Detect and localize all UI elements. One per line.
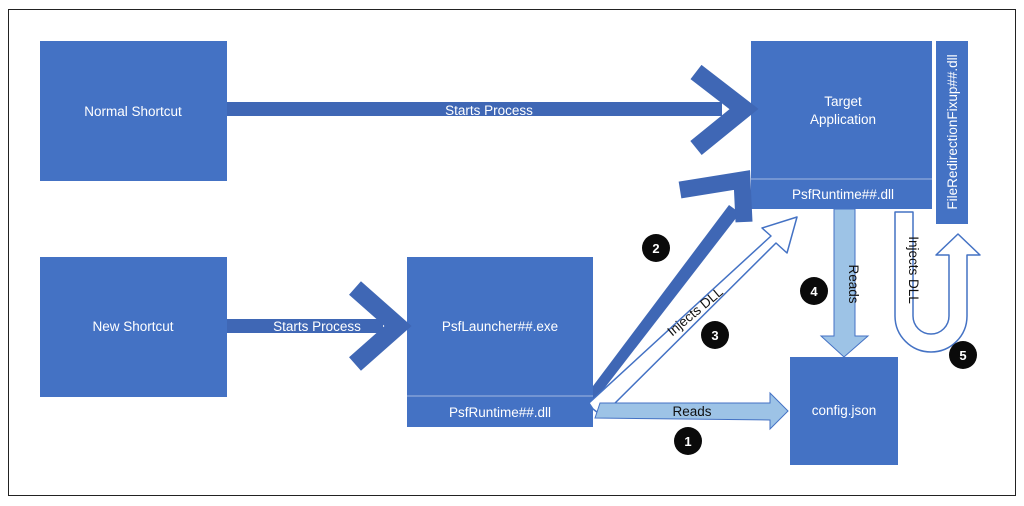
badge-2: 2 xyxy=(642,234,670,262)
launcher-label: PsfLauncher##.exe xyxy=(442,319,558,334)
label-injects-fixup: Injects DLL xyxy=(906,236,921,304)
launcher-box xyxy=(407,257,593,427)
svg-text:3: 3 xyxy=(711,328,718,343)
config-box xyxy=(790,357,898,465)
badge-1: 1 xyxy=(674,427,702,455)
diagram-frame xyxy=(8,9,1016,496)
svg-text:2: 2 xyxy=(652,241,659,256)
target-label-line1: Target xyxy=(824,94,862,109)
target-runtime-label: PsfRuntime##.dll xyxy=(792,187,894,202)
svg-text:4: 4 xyxy=(810,284,818,299)
label-target-reads: Reads xyxy=(846,264,861,303)
badge-4: 4 xyxy=(800,277,828,305)
fixup-box xyxy=(936,41,968,224)
normal-shortcut-label: Normal Shortcut xyxy=(84,104,182,119)
fixup-label: FileRedirectionFixup##.dll xyxy=(945,54,960,209)
badge-5: 5 xyxy=(949,341,977,369)
arrow-injects-fixup xyxy=(894,211,981,353)
arrow-launcher-starts xyxy=(593,170,753,403)
label-normal-starts: Starts Process xyxy=(445,103,533,118)
label-new-starts: Starts Process xyxy=(273,319,361,334)
arrow-target-reads xyxy=(819,208,870,358)
arrow-reads-config xyxy=(594,391,789,431)
new-shortcut-box xyxy=(40,257,227,397)
arrow-injects-target xyxy=(588,216,798,417)
arrow-new-starts xyxy=(227,281,412,371)
arrow-normal-starts xyxy=(227,64,759,155)
launcher-runtime-label: PsfRuntime##.dll xyxy=(449,405,551,420)
target-label-line2: Application xyxy=(810,112,876,127)
new-shortcut-label: New Shortcut xyxy=(92,319,173,334)
svg-text:1: 1 xyxy=(684,434,691,449)
config-label: config.json xyxy=(812,403,877,418)
label-reads-config: Reads xyxy=(672,404,711,419)
badge-3: 3 xyxy=(701,321,729,349)
target-app-box xyxy=(751,41,932,209)
normal-shortcut-box xyxy=(40,41,227,181)
svg-text:5: 5 xyxy=(959,348,966,363)
